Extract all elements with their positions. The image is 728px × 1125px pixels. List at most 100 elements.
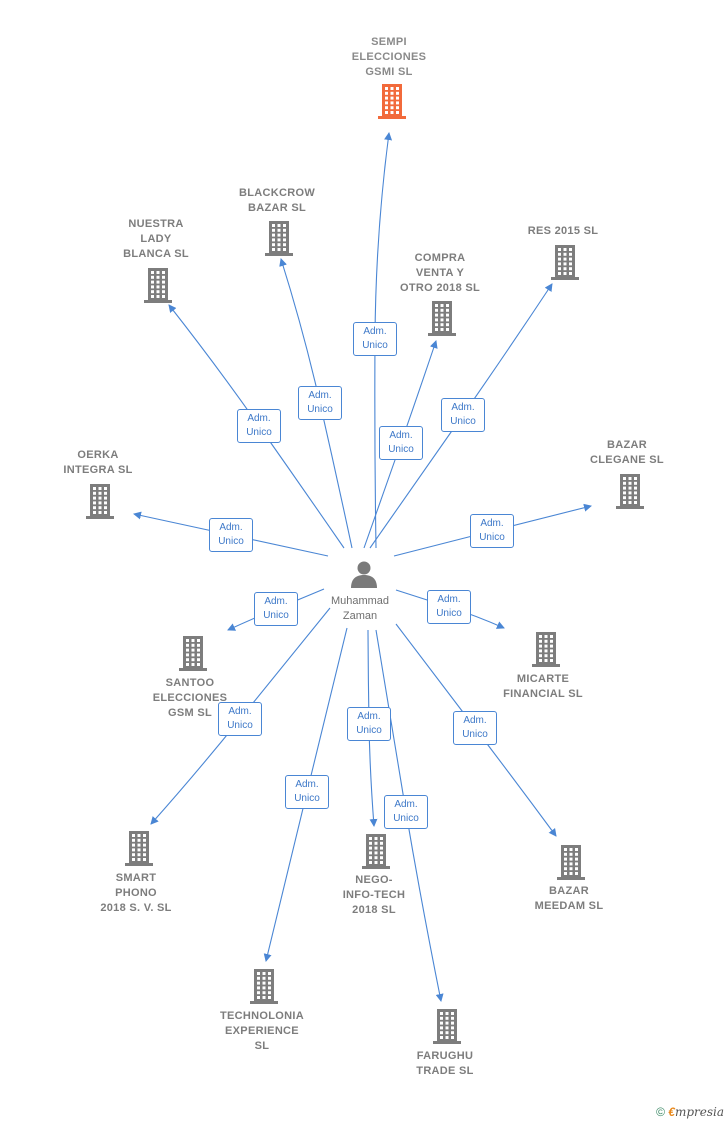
company-label-line: 2018 S. V. SL [100, 902, 172, 914]
company-label-line: CLEGANE SL [590, 454, 664, 466]
brand-logo-letter: € [668, 1105, 675, 1119]
company-label-line: NEGO- [355, 874, 393, 886]
building-icon-nuestra[interactable] [141, 266, 175, 304]
company-label-compra[interactable]: COMPRA VENTA Y OTRO 2018 SL [365, 251, 515, 296]
relation-badge-res2015[interactable]: Adm. Unico [441, 398, 485, 432]
person-name[interactable]: Muhammad Zaman [300, 594, 420, 624]
relation-badge-role: Adm. [437, 594, 461, 605]
company-label-line: COMPRA [414, 252, 466, 264]
relation-badge-role: Adm. [389, 430, 413, 441]
brand-name: mpresia [674, 1105, 724, 1119]
relation-badge-type: Unico [393, 813, 419, 824]
company-label-line: MEEDAM SL [534, 900, 604, 912]
relation-badge-role: Adm. [228, 706, 252, 717]
relation-badge-nuestra[interactable]: Adm. Unico [237, 409, 281, 443]
building-icon-farughu[interactable] [430, 1007, 464, 1045]
building-icon-compra[interactable] [425, 299, 459, 337]
building-icon-santoo[interactable] [176, 634, 210, 672]
relation-badge-type: Unico [227, 720, 253, 731]
person-first-name: Muhammad [330, 595, 390, 607]
building-icon-micarte[interactable] [529, 630, 563, 668]
relation-badge-type: Unico [246, 427, 272, 438]
relation-badge-type: Unico [436, 608, 462, 619]
relation-badge-nego[interactable]: Adm. Unico [347, 707, 391, 741]
relation-badge-technolonia[interactable]: Adm.Unico [285, 775, 329, 809]
empresia-brand[interactable]: © €mpresia [656, 1105, 724, 1119]
person-last-name: Zaman [342, 610, 378, 622]
company-label-oerka[interactable]: OERKA INTEGRA SL [23, 448, 173, 478]
relation-badge-role: Adm. [480, 518, 504, 529]
company-label-line: 2018 SL [352, 904, 396, 916]
building-icon-technolonia[interactable] [247, 967, 281, 1005]
company-label-res2015[interactable]: RES 2015 SL [488, 224, 638, 239]
relation-badge-role: Adm. [394, 799, 418, 810]
company-label-line: SEMPI [371, 36, 407, 48]
relation-badge-type: Unico [388, 444, 414, 455]
person-icon[interactable] [349, 559, 379, 589]
relation-badge-smart[interactable]: Adm. Unico [218, 702, 262, 736]
company-label-line: RES 2015 SL [527, 225, 599, 237]
relation-badge-type: Unico [356, 725, 382, 736]
company-label-line: INTEGRA SL [63, 464, 133, 476]
relation-badge-type: Unico [263, 610, 289, 621]
company-label-line: ELECCIONES [152, 692, 228, 704]
company-label-line: FARUGHU [416, 1050, 474, 1062]
relation-badge-role: Adm. [247, 413, 271, 424]
relation-badge-role: Adm. [357, 711, 381, 722]
relation-badge-micarte[interactable]: Adm. Unico [427, 590, 471, 624]
building-icon-nego[interactable] [359, 832, 393, 870]
relation-badge-bazarclegane[interactable]: Adm. Unico [470, 514, 514, 548]
relation-badge-role: Adm. [295, 779, 319, 790]
building-icon-bazarmeedam[interactable] [554, 843, 588, 881]
building-icon-bazarclegane[interactable] [613, 472, 647, 510]
company-label-bazarmeedam[interactable]: BAZAR MEEDAM SL [494, 884, 644, 914]
company-label-line: VENTA Y [415, 267, 465, 279]
relation-badge-sempi[interactable]: Adm.Unico [353, 322, 397, 356]
relation-badge-role: Adm. [219, 522, 243, 533]
company-label-line: OTRO 2018 SL [399, 282, 480, 294]
building-icon-blackcrow[interactable] [262, 219, 296, 257]
company-label-line: TECHNOLONIA [220, 1010, 304, 1022]
building-icon-res2015[interactable] [548, 243, 582, 281]
company-label-line: MICARTE [516, 673, 570, 685]
company-label-line: GSMI SL [365, 66, 413, 78]
relation-badge-type: Unico [450, 416, 476, 427]
relation-badge-type: Unico [307, 404, 333, 415]
relation-badge-role: Adm. [463, 715, 487, 726]
company-label-line: ELECCIONES [351, 51, 427, 63]
relation-badge-type: Unico [462, 729, 488, 740]
relation-badge-blackcrow[interactable]: Adm.Unico [298, 386, 342, 420]
company-label-line: EXPERIENCE [225, 1025, 299, 1037]
company-label-line: BAZAR [549, 885, 589, 897]
relation-badge-role: Adm. [264, 596, 288, 607]
relation-badge-farughu[interactable]: Adm. Unico [384, 795, 428, 829]
company-label-line: GSM SL [168, 707, 212, 719]
relation-badge-role: Adm. [451, 402, 475, 413]
company-label-sempi[interactable]: SEMPI ELECCIONES GSMI SL [314, 35, 464, 80]
company-label-line: OERKA [77, 449, 119, 461]
company-label-line: NUESTRA [128, 218, 184, 230]
company-label-line: LADY [140, 233, 172, 245]
building-icon-sempi[interactable] [375, 82, 409, 120]
relation-badge-type: Unico [479, 532, 505, 543]
company-label-nego[interactable]: NEGO- INFO-TECH 2018 SL [299, 873, 449, 918]
building-icon-smart[interactable] [122, 829, 156, 867]
company-label-technolonia[interactable]: TECHNOLONIA EXPERIENCE SL [187, 1009, 337, 1054]
relation-badge-bazarmeedam[interactable]: Adm. Unico [453, 711, 497, 745]
company-label-line: BLANCA SL [123, 248, 189, 260]
company-label-line: INFO-TECH [342, 889, 406, 901]
relation-badge-oerka[interactable]: Adm.Unico [209, 518, 253, 552]
company-label-line: SL [254, 1040, 270, 1052]
company-label-nuestra[interactable]: NUESTRA LADY BLANCA SL [81, 217, 231, 262]
relation-badge-compra[interactable]: Adm. Unico [379, 426, 423, 460]
building-icon-oerka[interactable] [83, 482, 117, 520]
relation-badge-santoo[interactable]: Adm. Unico [254, 592, 298, 626]
company-label-line: BLACKCROW [238, 187, 316, 199]
